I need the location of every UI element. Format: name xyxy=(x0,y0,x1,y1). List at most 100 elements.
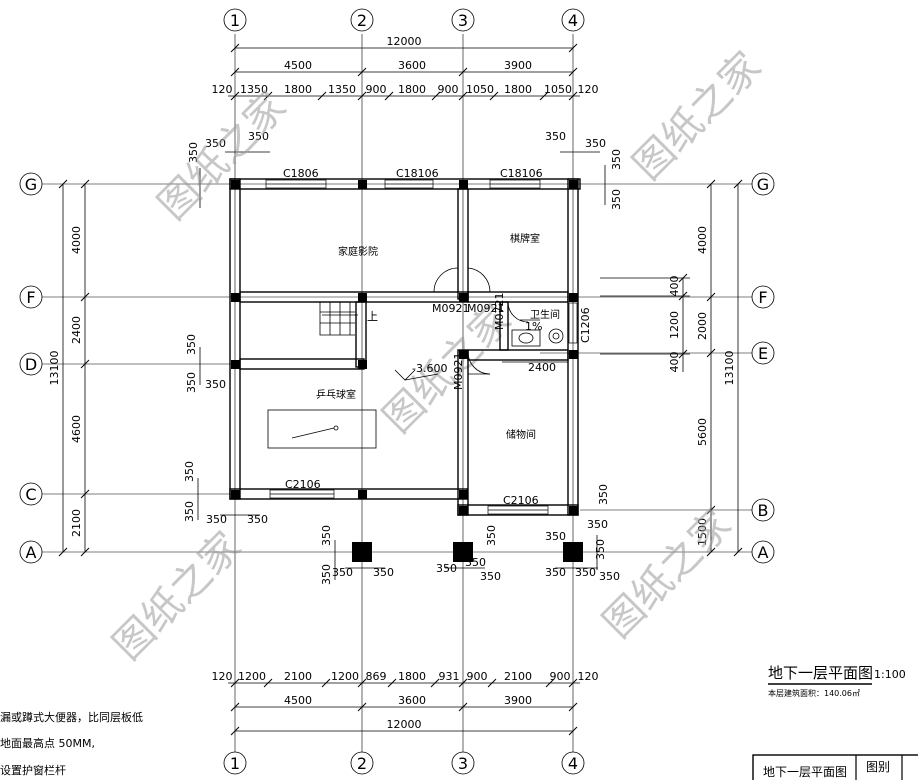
dim-350-g: 350 xyxy=(610,189,623,210)
dim-350-l: 350 xyxy=(183,501,196,522)
dim-top-d7: 900 xyxy=(438,83,459,96)
slope-marker: 1% xyxy=(520,319,542,333)
dim-350-q: 350 xyxy=(332,566,353,579)
door-m0921-b: M0921 xyxy=(467,302,505,315)
dim-right-3: 5600 xyxy=(696,418,709,446)
dim-350-f: 350 xyxy=(610,149,623,170)
stair: 上 xyxy=(319,302,378,336)
axis-label-right-b: B xyxy=(758,501,769,520)
note-1: 漏或蹲式大便器，比同层板低 xyxy=(0,710,143,724)
dim-350-c: 350 xyxy=(545,130,566,143)
dim-bot-total: 12000 xyxy=(387,718,422,731)
level-text: -3.600 xyxy=(412,362,447,375)
dim-left-2: 2400 xyxy=(70,316,83,344)
dim-350-aa: 350 xyxy=(545,566,566,579)
dim-right-d3: 400 xyxy=(668,352,681,373)
drawing-title: 地下一层平面图 xyxy=(768,664,873,682)
axis-label-left-a: A xyxy=(26,543,37,562)
dim-bot-d3: 2100 xyxy=(284,670,312,683)
bottom-dimensions: 120 1200 2100 1200 869 1800 931 900 2100… xyxy=(212,670,599,736)
dim-bot-d8: 900 xyxy=(467,670,488,683)
dim-350-e: 350 xyxy=(187,142,200,163)
dim-top-total: 12000 xyxy=(387,35,422,48)
dim-bot-mid-2: 3600 xyxy=(398,694,426,707)
watermark-2: 图纸之家 xyxy=(625,43,771,189)
dim-top-mid-2: 3600 xyxy=(398,59,426,72)
window-labels: C1806 C18106 C18106 C2106 C2106 C1206 xyxy=(283,167,592,507)
walls xyxy=(229,178,581,516)
dim-bot-d11: 120 xyxy=(578,670,599,683)
axis-label-left-d: D xyxy=(25,355,37,374)
window-c2106-a: C2106 xyxy=(285,478,321,491)
dim-350-h: 350 xyxy=(185,334,198,355)
axis-label-bottom-1: 1 xyxy=(230,754,240,773)
dim-350-v: 350 xyxy=(480,570,501,583)
dim-top-d2: 1350 xyxy=(240,83,268,96)
dim-right-d2: 1200 xyxy=(668,311,681,339)
door-m0721: M0721 xyxy=(493,293,506,331)
dim-top-mid-3: 3900 xyxy=(504,59,532,72)
note-3: 设置护窗栏杆 xyxy=(0,763,66,777)
dim-bot-mid-1: 4500 xyxy=(284,694,312,707)
window-c18106-b: C18106 xyxy=(500,167,543,180)
columns xyxy=(231,180,583,562)
dim-350-i: 350 xyxy=(185,372,198,393)
dim-left-total: 13100 xyxy=(48,351,61,386)
dim-bot-d10: 900 xyxy=(550,670,571,683)
title-block: 地下一层平面图 1:100 本层建筑面积：140.06㎡ xyxy=(768,664,906,698)
axis-label-right-g: G xyxy=(757,175,769,194)
dim-right-total: 13100 xyxy=(723,351,736,386)
dim-350-a: 350 xyxy=(205,137,226,150)
dim-top-mid-1: 4500 xyxy=(284,59,312,72)
dim-bot-mid-3: 3900 xyxy=(504,694,532,707)
dim-top-d1: 120 xyxy=(212,83,233,96)
axis-bubbles-right: G F E B A xyxy=(751,172,775,564)
window-c18106-a: C18106 xyxy=(396,167,439,180)
watermark-4: 图纸之家 xyxy=(105,523,251,669)
axis-label-bottom-4: 4 xyxy=(568,754,578,773)
dim-bot-d9: 2100 xyxy=(504,670,532,683)
dim-2400-bath: 2400 xyxy=(528,361,556,374)
dim-top-d9: 1800 xyxy=(504,83,532,96)
axis-bubbles-top: 1 2 3 4 xyxy=(223,8,585,32)
windows xyxy=(265,179,578,515)
dim-350-ac: 350 xyxy=(599,570,620,583)
table-cell-title: 地下一层平面图 xyxy=(763,765,847,779)
dim-350-r: 350 xyxy=(373,566,394,579)
dim-350-o: 350 xyxy=(320,525,333,546)
dim-350-ab: 350 xyxy=(575,566,596,579)
info-table: 地下一层平面图 图别 xyxy=(752,754,918,780)
dim-350-p: 350 xyxy=(320,564,333,585)
dim-left-4: 2100 xyxy=(70,509,83,537)
dim-350-j: 350 xyxy=(205,378,226,391)
dim-left-1: 4000 xyxy=(70,226,83,254)
axis-bubbles-bottom: 1 2 3 4 xyxy=(223,751,585,775)
axis-bubbles-left: G F D C A xyxy=(19,172,43,564)
dim-bot-d4: 1200 xyxy=(331,670,359,683)
door-m0921-a: M0921 xyxy=(432,302,470,315)
dim-top-d4: 1350 xyxy=(328,83,356,96)
axis-label-top-1: 1 xyxy=(230,11,240,30)
room-storage: 储物间 xyxy=(506,428,536,441)
dim-350-z: 350 xyxy=(594,539,607,560)
window-c1206: C1206 xyxy=(579,307,592,343)
top-dimensions: 12000 4500 3600 3900 120 1350 1800 1350 … xyxy=(212,35,599,101)
pingpong-table xyxy=(267,409,377,449)
axis-label-right-a: A xyxy=(758,543,769,562)
dim-350-y: 350 xyxy=(597,484,610,505)
note-2: 地面最高点 50MM, xyxy=(0,736,95,750)
dim-350-d: 350 xyxy=(585,137,606,150)
dim-350-x: 350 xyxy=(587,518,608,531)
dim-bot-d5: 869 xyxy=(366,670,387,683)
dim-bot-d7: 931 xyxy=(439,670,460,683)
room-chess: 棋牌室 xyxy=(510,232,540,245)
axis-label-top-4: 4 xyxy=(568,11,578,30)
bath-fixtures xyxy=(511,328,564,347)
dim-350-n: 350 xyxy=(247,513,268,526)
dim-top-d8: 1050 xyxy=(466,83,494,96)
dim-left-3: 4600 xyxy=(70,415,83,443)
room-bath: 卫生间 xyxy=(530,308,560,321)
dim-right-d1: 400 xyxy=(668,276,681,297)
axis-label-bottom-3: 3 xyxy=(458,754,468,773)
window-c1806: C1806 xyxy=(283,167,319,180)
